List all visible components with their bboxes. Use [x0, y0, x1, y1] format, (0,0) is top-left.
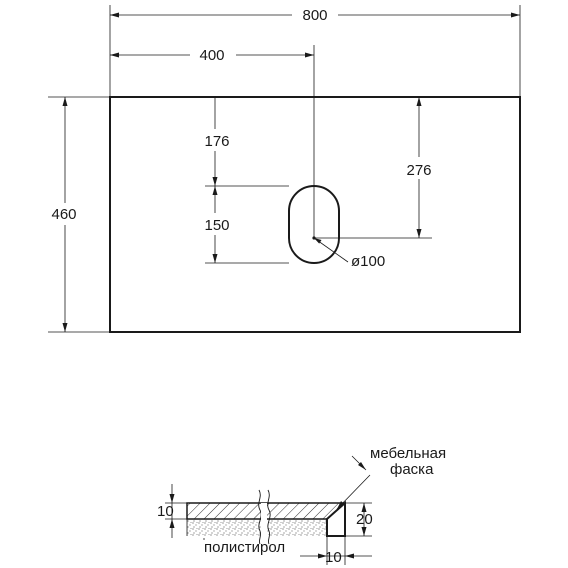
dimension-hole-offset: 400: [110, 44, 314, 66]
dimension-176-label: 176: [204, 133, 229, 150]
dimension-10-edge-width-label: 10: [325, 549, 342, 566]
dimension-top-to-hole-center: 276: [400, 97, 440, 238]
chamfer-label-line2: фаска: [390, 461, 434, 478]
dimension-10-thickness-label: 10: [157, 503, 174, 520]
polystyrene-label: полистирол: [204, 539, 285, 556]
top-view: 800 400 460 176: [42, 3, 521, 333]
dimension-diameter-label: ø100: [351, 253, 385, 270]
dimension-20-label: 20: [356, 511, 373, 528]
dimension-edge-height: 20: [345, 502, 373, 537]
dimension-overall-width: 800: [110, 3, 520, 25]
dimension-top-thickness: 10: [157, 484, 187, 538]
dimension-depth: 460: [42, 97, 88, 332]
dimension-276-label: 276: [406, 162, 431, 179]
countertop-outline: [109, 96, 521, 333]
dimension-hole-slot-length: 150: [198, 186, 238, 263]
dimension-edge-width: 10: [300, 536, 372, 566]
dimension-800-label: 800: [302, 7, 327, 24]
hole-diameter-callout: ø100: [313, 237, 385, 270]
dimension-460-label: 460: [51, 206, 76, 223]
break-mark: [258, 489, 262, 545]
chamfer-callout: мебельная фаска: [336, 445, 446, 510]
chamfer-label-line1: мебельная: [370, 445, 446, 462]
dimension-top-to-hole: 176: [198, 97, 238, 186]
polystyrene-core: [187, 519, 327, 536]
section-view: 10 20 10 мебельная фаск: [157, 445, 446, 566]
dimension-400-label: 400: [199, 47, 224, 64]
dimension-150-label: 150: [204, 217, 229, 234]
